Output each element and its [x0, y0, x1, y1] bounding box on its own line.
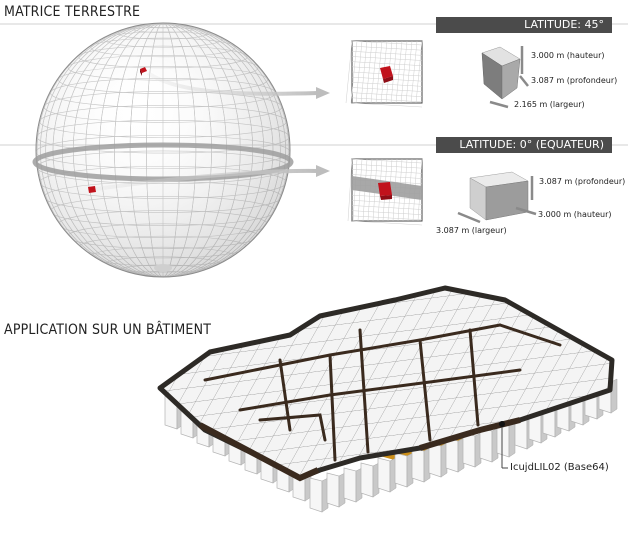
earth-wire-sphere [32, 22, 294, 278]
title-matrice-terrestre: MATRICE TERRESTRE [4, 4, 141, 20]
header-lat45: LATITUDE: 45° [436, 17, 612, 33]
zoom-box-lat0 [347, 158, 423, 226]
zoom-box-lat45 [345, 40, 423, 108]
building-marker [499, 421, 508, 469]
label-lat0-height: 3.000 m (hauteur) [538, 210, 612, 219]
cube-lat45 [481, 46, 529, 109]
arrow-head-lat0 [316, 165, 330, 177]
label-lat45-depth: 3.087 m (profondeur) [531, 76, 618, 85]
arrow-to-lat0 [95, 168, 319, 191]
arrow-to-lat45 [146, 71, 319, 96]
coord-latitude: LATITUDE 45.508796° [516, 496, 616, 506]
label-lat0-width: 3.087 m (largeur) [436, 226, 507, 235]
coord-longitude: LONGITUDE -73.554047° [503, 508, 616, 518]
marker-equator-sphere [88, 186, 96, 193]
label-lat0-depth: 3.087 m (profondeur) [539, 177, 626, 186]
label-lat45-width: 2.165 m (largeur) [514, 100, 585, 109]
south-pole [154, 264, 172, 272]
label-lat45-height: 3.000 m (hauteur) [531, 51, 605, 60]
cube-lat0 [457, 171, 537, 224]
arrow-head-lat45 [316, 87, 330, 99]
header-lat0: LATITUDE: 0° (EQUATEUR) [436, 137, 612, 153]
marker-lat45-sphere [140, 67, 147, 76]
building-3d [157, 285, 618, 513]
title-application-batiment: APPLICATION SUR UN BÂTIMENT [4, 322, 212, 338]
building-marker-label: IcujdLIL02 (Base64) [510, 462, 609, 473]
